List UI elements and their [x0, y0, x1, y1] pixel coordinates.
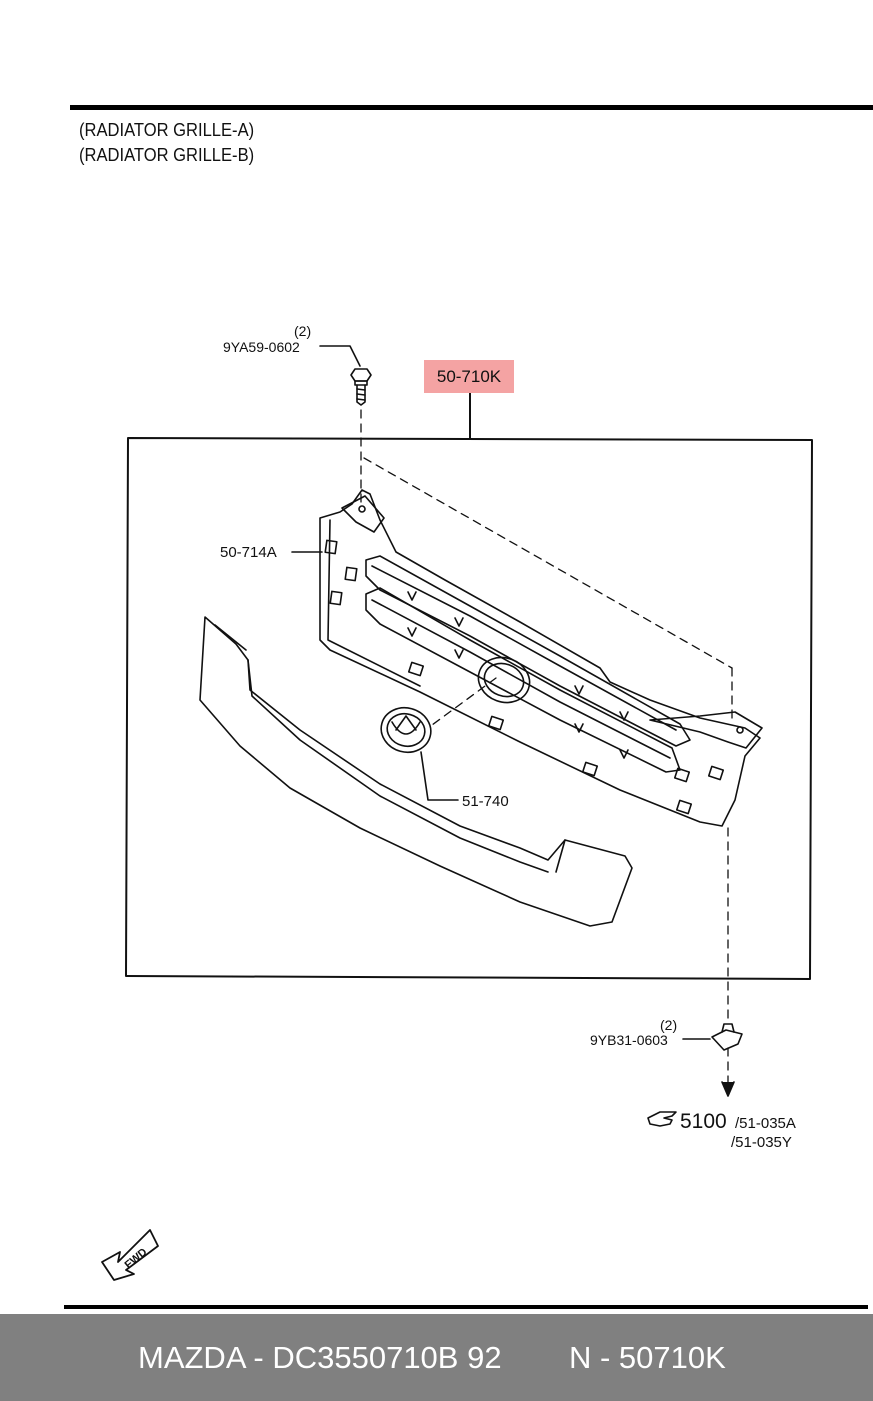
- clip-nut-icon: [711, 1023, 743, 1051]
- bolt-icon: [350, 368, 372, 406]
- grille-part-number: 50-714A: [220, 544, 277, 561]
- fwd-arrow-icon: [101, 1229, 159, 1281]
- title-grille-a: (RADIATOR GRILLE-A): [79, 120, 255, 140]
- assembly-part-number: 50-710K: [436, 367, 502, 386]
- emblem-leader: [420, 751, 459, 801]
- footer-catalog-code: MAZDA - DC3550710B 92: [138, 1340, 502, 1375]
- lower-molding: [199, 616, 633, 927]
- footer-bar: MAZDA - DC3550710B 92 N - 50710K: [0, 1314, 873, 1401]
- footer-part-number: N - 50710K: [569, 1340, 726, 1375]
- hand-pointer-icon: [647, 1111, 677, 1127]
- bolt-qty: (2): [294, 323, 311, 339]
- bolt-leader: [319, 345, 361, 367]
- ref-main-number: 5100: [680, 1110, 727, 1133]
- emblem-part-number: 51-740: [462, 793, 509, 810]
- nut-part-number: 9YB31-0603: [590, 1032, 668, 1048]
- arrow-down-icon: [721, 1081, 735, 1097]
- top-rule: [70, 105, 873, 110]
- assembly-frame: [125, 437, 813, 980]
- alignment-dashes: [360, 409, 733, 1086]
- bolt-part-number: 9YA59-0602: [223, 339, 300, 355]
- fwd-label: FWD: [123, 1246, 150, 1271]
- emblem-icon: [380, 706, 432, 754]
- grille-body: [319, 489, 763, 827]
- assembly-part-highlight[interactable]: 50-710K: [424, 360, 514, 393]
- title-grille-b: (RADIATOR GRILLE-B): [79, 145, 255, 165]
- bottom-rule: [64, 1305, 868, 1309]
- ref-sub-number-a: /51-035A: [735, 1115, 796, 1132]
- nut-qty: (2): [660, 1017, 677, 1033]
- ref-sub-number-y: /51-035Y: [731, 1134, 792, 1151]
